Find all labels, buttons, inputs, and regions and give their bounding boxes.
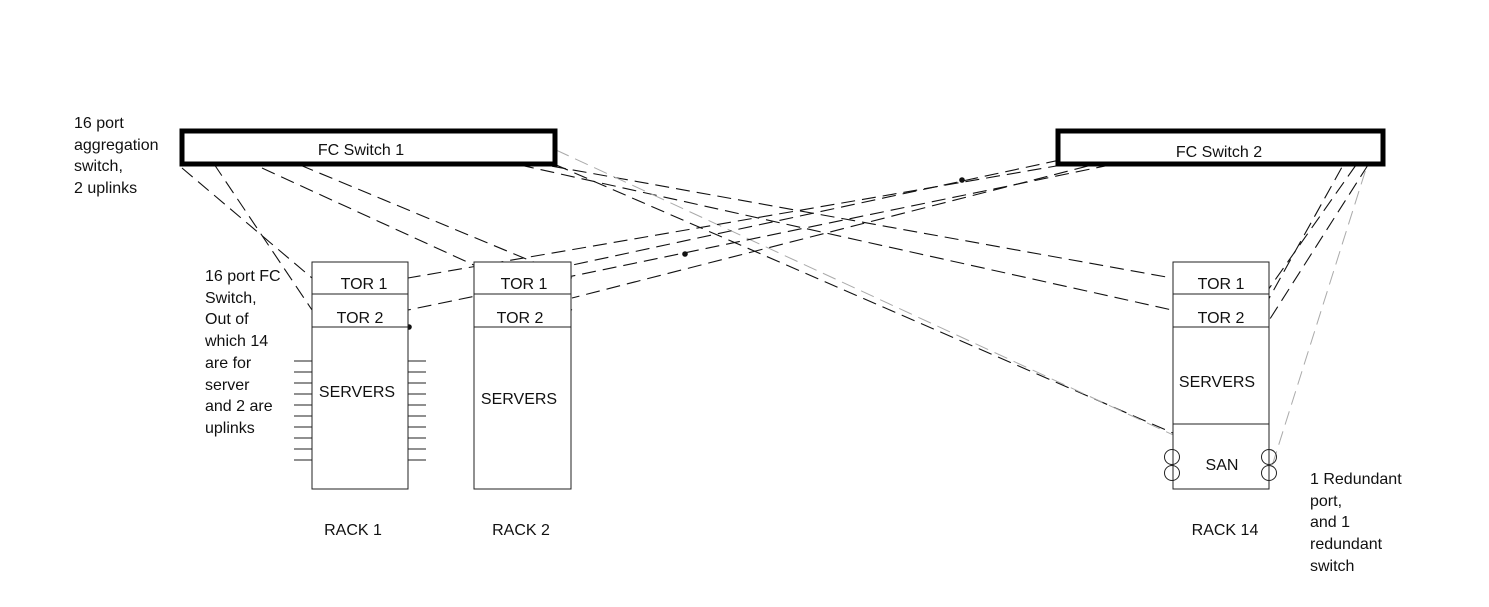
note-line: aggregation: [74, 136, 159, 154]
note-line: and 1: [1310, 514, 1351, 532]
link-fc1-san-redundant: [555, 149, 1263, 477]
link-fc1-san: [477, 130, 1259, 471]
san-port-icon: [1164, 449, 1180, 465]
rack-1-name: RACK 1: [324, 522, 382, 539]
fc-switch-1[interactable]: FC Switch 1: [179, 128, 558, 167]
note-line: and 2 are: [205, 398, 273, 416]
link-fc2-san-redundant: [1271, 130, 1379, 467]
rack-1-servers-label: SERVERS: [319, 384, 395, 401]
link-fc1-rack14-tor1: [489, 154, 1173, 279]
rack-14-san-label: SAN: [1206, 457, 1239, 474]
junction-dot: [959, 177, 965, 183]
rack-2-tor2-label: TOR 2: [497, 310, 544, 327]
rack-1-tor1-label: TOR 1: [341, 276, 388, 293]
rack-14-tor2-label: TOR 2: [1198, 310, 1245, 327]
rack-1-server-ports-right: [408, 360, 426, 461]
rack-14[interactable]: TOR 1 TOR 2 SERVERS SAN: [1164, 261, 1277, 490]
rack-14-name: RACK 14: [1192, 522, 1259, 539]
rack-14-tor1-label: TOR 1: [1198, 276, 1245, 293]
rack-2-servers-label: SERVERS: [481, 391, 557, 408]
note-line: switch: [1310, 557, 1355, 575]
rack-2-tor1-label: TOR 1: [501, 276, 548, 293]
note-line: redundant: [1310, 536, 1383, 554]
rack-1[interactable]: TOR 1 TOR 2 SERVERS: [294, 261, 426, 490]
note-line: Switch,: [205, 289, 257, 307]
rack-1-server-ports-left: [294, 360, 312, 461]
fc-switch-2-label: FC Switch 2: [1176, 144, 1262, 161]
link-fc1-rack2-tor2: [299, 164, 573, 279]
note-line: are for: [205, 354, 252, 372]
link-fc2-rack14-tor1: [1267, 164, 1357, 291]
junction-dot: [682, 251, 688, 257]
rack-2-name: RACK 2: [492, 522, 550, 539]
rack-1-tor2-label: TOR 2: [337, 310, 384, 327]
note-line: uplinks: [205, 419, 255, 437]
note-line: port,: [1310, 492, 1343, 510]
link-fc1-rack1-tor2: [181, 167, 313, 279]
note-line: 2 uplinks: [74, 180, 138, 198]
san-port-icon: [1164, 465, 1180, 481]
link-fc2-rack2-tor1: [539, 159, 1061, 273]
note-line: 16 port FC: [205, 268, 281, 285]
note-line: switch,: [74, 158, 123, 176]
aggregation-switch-note: 16 port aggregation switch, 2 uplinks: [74, 113, 159, 200]
tor-switch-note: 16 port FC Switch, Out of which 14 are f…: [205, 266, 281, 440]
note-line: 16 port: [74, 115, 124, 132]
fc-switch-2[interactable]: FC Switch 2: [1055, 128, 1386, 167]
san-port-icon: [1261, 465, 1277, 481]
note-line: server: [205, 376, 250, 394]
note-line: which 14: [205, 333, 269, 351]
link-fc2-rack2-tor2: [571, 165, 1089, 299]
rack-14-servers-label: SERVERS: [1179, 374, 1255, 391]
note-line: Out of: [205, 311, 249, 329]
san-port-circles: [1164, 449, 1277, 481]
rack-2[interactable]: TOR 1 TOR 2 SERVERS: [473, 261, 572, 490]
fc-switch-1-label: FC Switch 1: [318, 142, 404, 159]
note-line: 1 Redundant: [1310, 471, 1402, 488]
link-fc2-rack14-tor2: [1267, 164, 1369, 323]
redundant-port-note: 1 Redundant port, and 1 redundant switch: [1310, 469, 1402, 578]
link-fc1-rack14-tor2: [519, 164, 1173, 311]
san-port-icon: [1261, 449, 1277, 465]
link-fc2-rack1-tor1: [407, 164, 1063, 279]
